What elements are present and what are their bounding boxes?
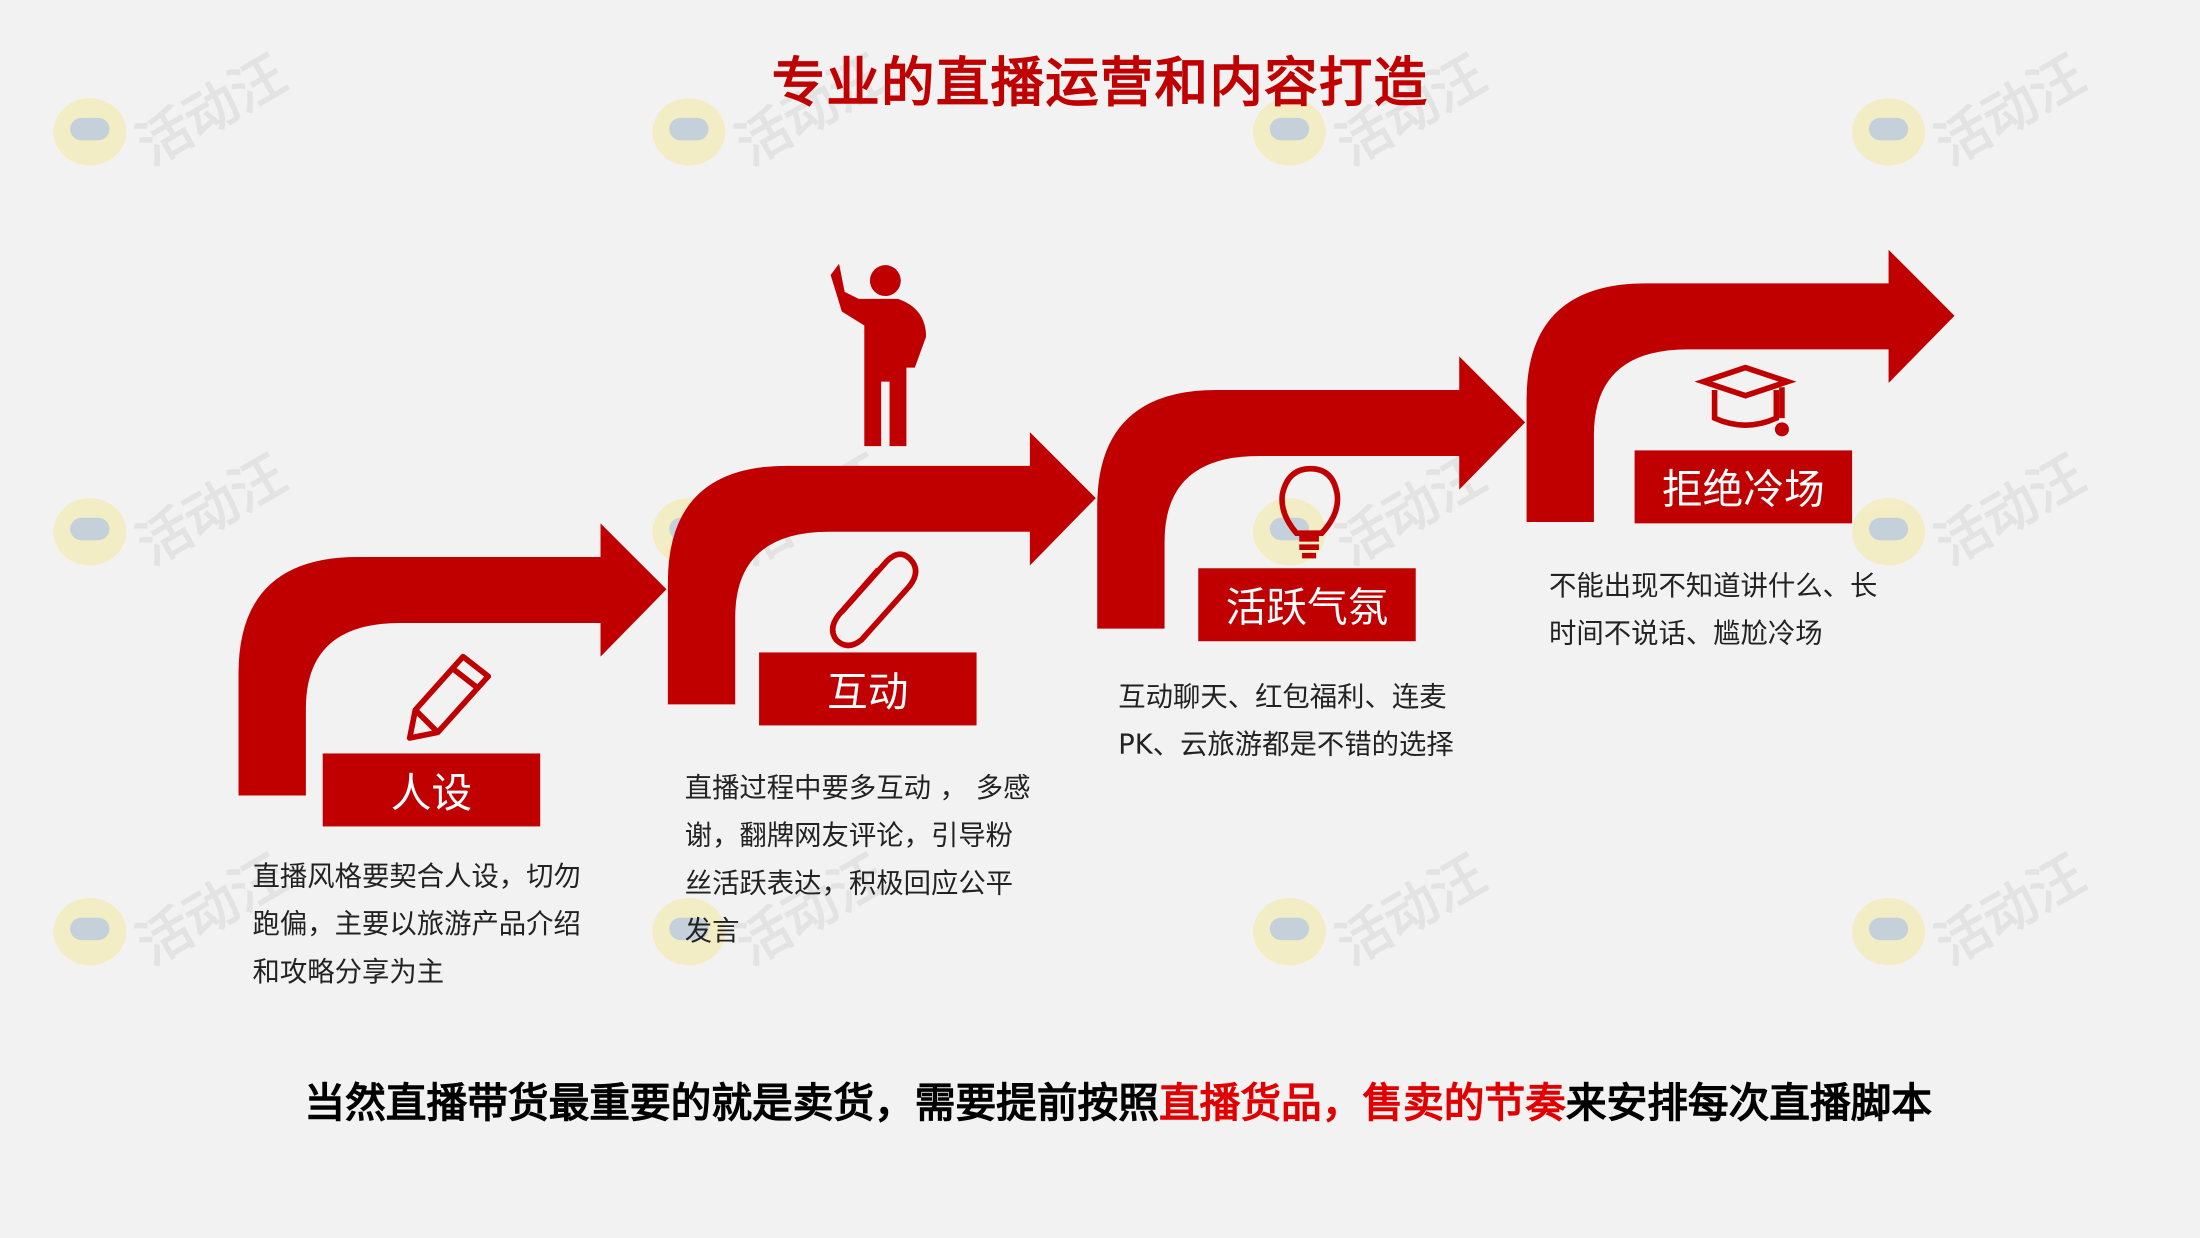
step-description-3: 互动聊天、红包福利、连麦 PK、云旅游都是不错的选择 <box>1118 673 1504 768</box>
summary-text-end: 来安排每次直播脚本 <box>1565 1078 1933 1127</box>
desc-line: 互动聊天、红包福利、连麦 <box>1118 680 1447 713</box>
step-label-atmosphere: 活跃气氛 <box>1198 568 1416 642</box>
graduation-cap-icon <box>1694 364 1797 437</box>
desc-line: 直播风格要契合人设，切勿 <box>252 860 581 893</box>
desc-line: PK、云旅游都是不错的选择 <box>1118 728 1454 761</box>
pencil-icon <box>406 653 492 741</box>
desc-line: 丝活跃表达，积极回应公平 <box>684 867 1014 900</box>
bottom-summary: 当然直播带货最重要的就是卖货，需要提前按照直播货品，售卖的节奏来安排每次直播脚本 <box>0 1071 2200 1130</box>
desc-line: 发言 <box>684 914 740 948</box>
step-description-4: 不能出现不知道讲什么、长 时间不说话、尴尬冷场 <box>1549 563 1935 658</box>
lightbulb-icon <box>1279 465 1341 559</box>
summary-text: 当然直播带货最重要的就是卖货，需要提前按照 <box>304 1078 1159 1127</box>
step-label-interaction: 互动 <box>759 652 977 726</box>
step-description-2: 直播过程中要多互动 ， 多感 谢，翻牌网友评论，引导粉 丝活跃表达，积极回应公平… <box>685 765 1071 956</box>
step-label-no-silence: 拒绝冷场 <box>1634 450 1853 524</box>
desc-line: 不能出现不知道讲什么、长 <box>1549 569 1878 602</box>
step-description-1: 直播风格要契合人设，切勿 跑偏，主要以旅游产品介绍 和攻略分享为主 <box>253 853 639 996</box>
paperclip-icon <box>829 551 919 649</box>
person-pointing-icon <box>830 263 927 447</box>
summary-highlight: 直播货品，售卖的节奏 <box>1158 1078 1566 1127</box>
desc-line: 直播过程中要多互动 ， 多感 <box>684 771 1031 804</box>
desc-line: 和攻略分享为主 <box>252 955 445 988</box>
desc-line: 时间不说话、尴尬冷场 <box>1549 617 1823 650</box>
desc-line: 跑偏，主要以旅游产品介绍 <box>252 907 581 941</box>
step-label-persona: 人设 <box>322 753 541 827</box>
page-title: 专业的直播运营和内容打造 <box>771 51 1429 114</box>
desc-line: 谢，翻牌网友评论，引导粉 <box>684 819 1014 852</box>
